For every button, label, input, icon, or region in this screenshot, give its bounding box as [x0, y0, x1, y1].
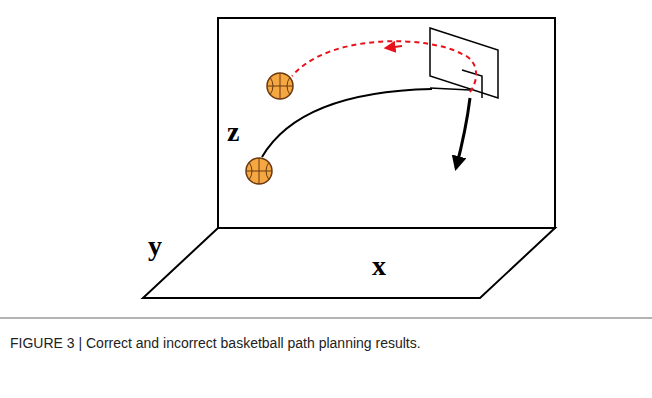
backboard-square: [462, 70, 482, 98]
incorrect-path-arrow: [386, 46, 402, 48]
axis-label: x: [372, 252, 386, 280]
figure-caption: FIGURE 3 | Correct and incorrect basketb…: [10, 336, 421, 350]
caption-rule: [0, 317, 652, 319]
back-wall: [218, 18, 555, 228]
axis-label: z: [227, 118, 239, 146]
axis-label: y: [148, 232, 162, 260]
basketball: [267, 73, 293, 99]
incorrect-path: [292, 41, 476, 92]
backboard: [430, 28, 498, 98]
basketball: [246, 158, 272, 184]
hoop-rim: [430, 88, 470, 90]
correct-path: [262, 89, 432, 157]
floor-plane: [143, 228, 555, 298]
correct-path-arrow: [456, 98, 470, 168]
